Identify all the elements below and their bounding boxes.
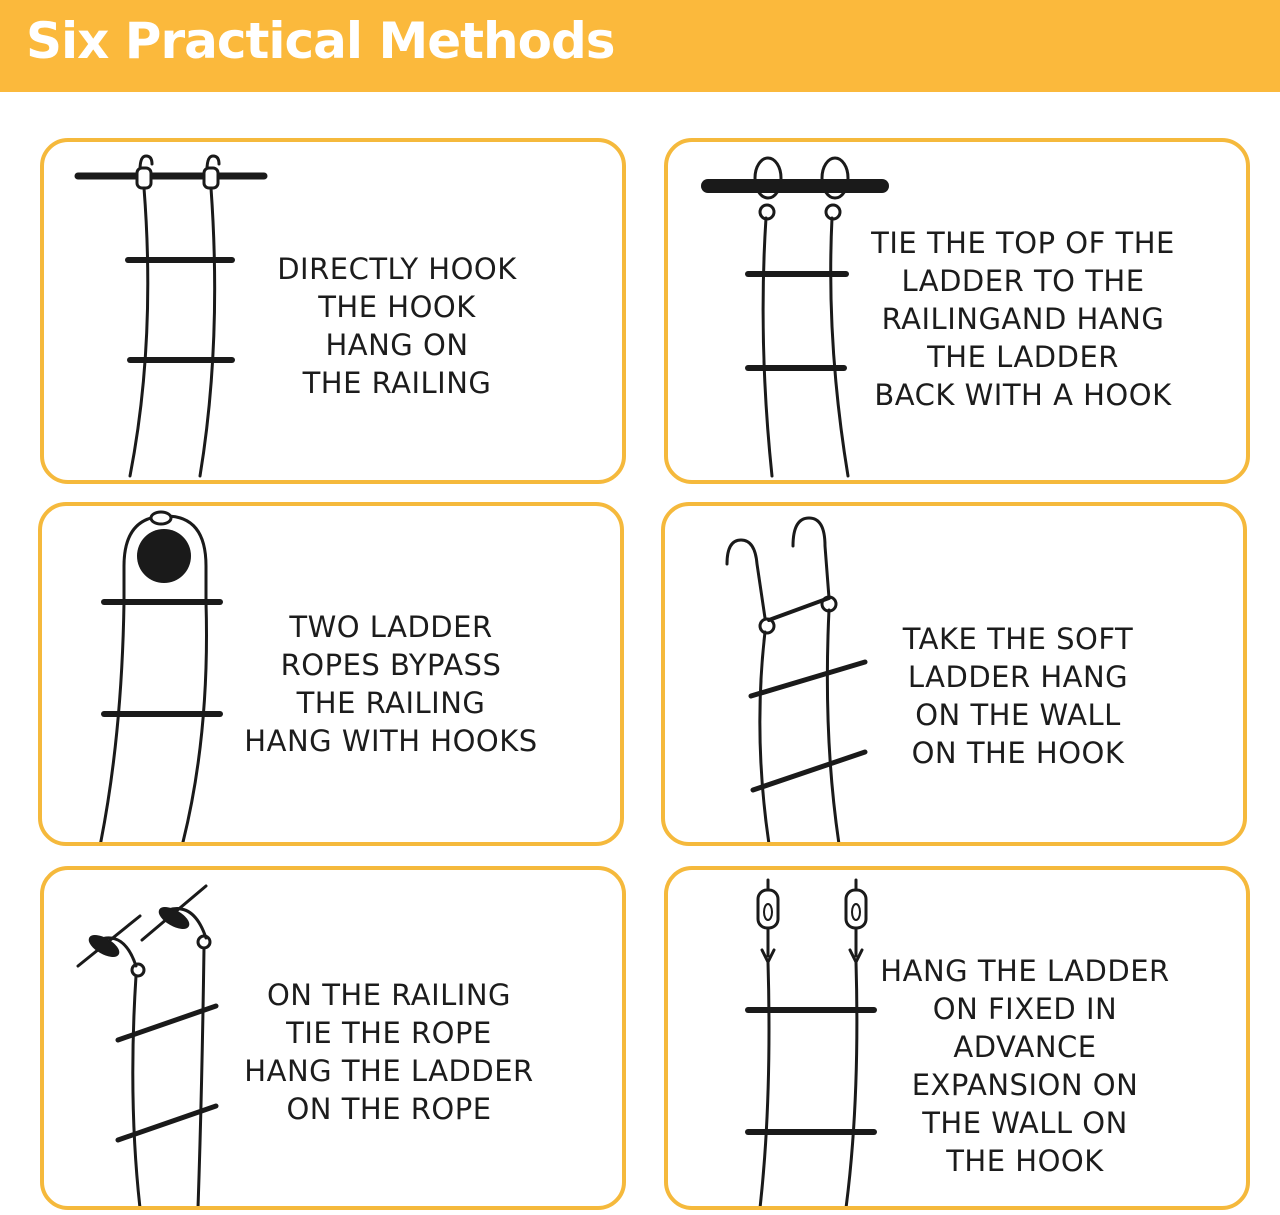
method-text-line: EXPANSION ON — [911, 1068, 1139, 1102]
ladder-tied-railing-illustration — [701, 156, 889, 478]
method-text-line: THE HOOK — [946, 1144, 1104, 1178]
method-text-line: ON THE HOOK — [911, 736, 1125, 770]
method-text-line: ADVANCE — [953, 1030, 1097, 1064]
ladder-wall-expansion-hook-illustration — [745, 878, 877, 1206]
method-text-line: ROPES BYPASS — [280, 648, 502, 682]
method-card-4: TAKE THE SOFT LADDER HANG ON THE WALL ON… — [661, 502, 1247, 846]
method-text-line: ON THE WALL — [915, 698, 1121, 732]
method-text-line: THE LADDER — [927, 340, 1119, 374]
method-card-3: TWO LADDER ROPES BYPASS THE RAILING HANG… — [38, 502, 624, 846]
method-text-line: HANG THE LADDER — [244, 1054, 534, 1088]
method-card-1: DIRECTLY HOOK THE HOOK HANG ON THE RAILI… — [40, 138, 626, 484]
method-text-line: HANG THE LADDER — [880, 954, 1170, 988]
method-text-line: THE RAILING — [302, 366, 492, 400]
method-text-line: THE RAILING — [296, 686, 486, 720]
method-text-line: HANG ON — [325, 328, 469, 362]
header-banner: Six Practical Methods — [0, 0, 1280, 92]
method-text-line: TWO LADDER — [289, 610, 493, 644]
method-text-line: HANG WITH HOOKS — [244, 724, 538, 758]
method-text-line: LADDER TO THE — [901, 264, 1145, 298]
ladder-rope-railing-illustration — [76, 884, 219, 1206]
ladder-bypass-railing-illustration — [99, 510, 223, 842]
method-card-2: TIE THE TOP OF THE LADDER TO THE RAILING… — [664, 138, 1250, 484]
method-card-5: ON THE RAILING TIE THE ROPE HANG THE LAD… — [40, 866, 626, 1210]
method-text-line: TIE THE TOP OF THE — [871, 226, 1175, 260]
method-text-line: TIE THE ROPE — [286, 1016, 492, 1050]
method-text-line: LADDER HANG — [907, 660, 1129, 694]
method-text-line: TAKE THE SOFT — [902, 622, 1134, 656]
page-title: Six Practical Methods — [26, 12, 616, 70]
method-text-line: RAILINGAND HANG — [881, 302, 1165, 336]
ladder-hook-railing-illustration — [74, 154, 268, 478]
soft-ladder-wall-hook-illustration — [725, 516, 868, 842]
method-text-line: THE HOOK — [318, 290, 476, 324]
method-text-line: THE WALL ON — [922, 1106, 1128, 1140]
method-text-line: ON THE RAILING — [266, 978, 512, 1012]
method-card-6: HANG THE LADDER ON FIXED IN ADVANCE EXPA… — [664, 866, 1250, 1210]
method-text-line: DIRECTLY HOOK — [277, 252, 517, 286]
method-text-line: ON THE ROPE — [286, 1092, 492, 1126]
method-text-line: ON FIXED IN — [932, 992, 1118, 1026]
method-text-line: BACK WITH A HOOK — [874, 378, 1172, 412]
